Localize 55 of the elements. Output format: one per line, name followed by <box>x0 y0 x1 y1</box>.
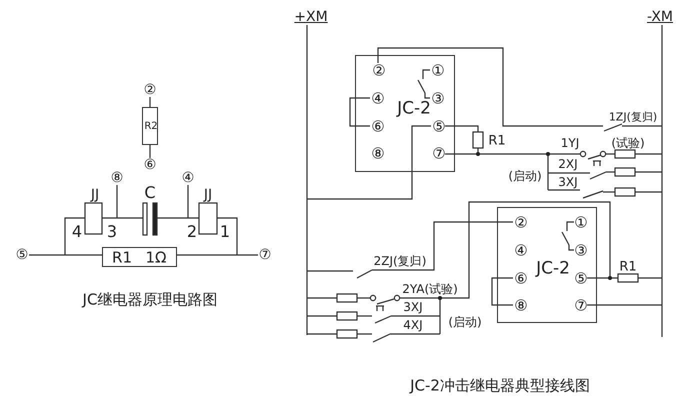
terminal-number: ② <box>372 64 386 78</box>
contact-label: 1YJ <box>560 137 580 149</box>
pin-number: 1 <box>220 224 230 240</box>
relay-label: JC-2 <box>536 260 570 278</box>
contact-label: 2YA(试验) <box>402 283 458 295</box>
terminal-number: ⑤ <box>432 120 446 134</box>
caption: JC继电器原理电路图 <box>82 292 218 308</box>
contact-label: 3XJ <box>558 176 578 188</box>
contact-label: 1ZJ(复归) <box>608 112 658 122</box>
coil-label: JJ <box>204 188 212 202</box>
bus-label: +XM <box>294 10 328 24</box>
terminal-number: ⑧ <box>514 298 528 314</box>
pin-number: 2 <box>186 224 198 240</box>
capacitor-label: C <box>144 185 156 201</box>
relay-label: JC-2 <box>397 100 431 118</box>
terminal-number: ⑤ <box>574 272 588 286</box>
contact-label: (试验) <box>611 137 645 149</box>
terminal-number: ① <box>431 64 445 78</box>
terminal-number: ④ <box>182 171 194 185</box>
terminal-number: ⑥ <box>371 120 385 134</box>
terminal-number: ③ <box>574 244 588 258</box>
relay-box <box>355 55 455 172</box>
resistor-box <box>102 247 177 267</box>
terminal-number: ⑧ <box>110 171 124 185</box>
pin-number: 4 <box>72 224 82 240</box>
resistance-value: 1Ω <box>146 250 166 266</box>
bus-label: -XM <box>646 10 674 24</box>
terminal-number: ⑤ <box>16 248 28 262</box>
terminal-number: ② <box>144 83 156 97</box>
resistor-label: R1 <box>619 260 637 274</box>
terminal-number: ⑥ <box>514 272 528 286</box>
terminal-number: ② <box>514 216 528 230</box>
contact-label: 4XJ <box>403 319 423 331</box>
resistor-label: R1 <box>488 134 506 148</box>
caption: JC-2冲击继电器典型接线图 <box>410 378 590 394</box>
relay-box <box>497 207 597 323</box>
contact-label: 2XJ <box>558 158 578 170</box>
contact-label: (启动) <box>448 316 482 328</box>
terminal-number: ③ <box>431 92 445 106</box>
contact-label: 2ZJ(复归) <box>374 255 426 267</box>
pin-number: 3 <box>106 224 118 240</box>
terminal-number: ⑦ <box>432 146 446 162</box>
resistor-label: R1 <box>112 250 132 266</box>
terminal-number: ⑥ <box>144 158 156 172</box>
contact-label: (启动) <box>508 170 542 182</box>
terminal-number: ① <box>574 216 588 230</box>
terminal-number: ⑦ <box>574 298 588 314</box>
coil-label: JJ <box>90 188 100 202</box>
resistor-label: R2 <box>144 122 158 132</box>
contact-label: 3XJ <box>403 301 423 313</box>
terminal-number: ④ <box>371 92 385 106</box>
terminal-number: ⑧ <box>371 146 385 162</box>
resistor-box <box>142 107 158 145</box>
terminal-number: ④ <box>514 244 528 258</box>
terminal-number: ⑦ <box>258 248 272 262</box>
